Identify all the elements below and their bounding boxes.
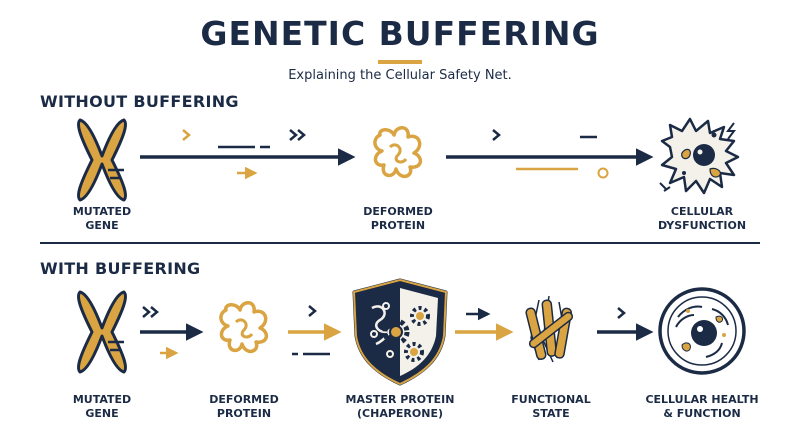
deformed-protein-icon (373, 126, 423, 179)
dot-mark (597, 167, 609, 179)
page-title: GENETIC BUFFERING (200, 14, 600, 53)
healthy-cell-icon (658, 287, 746, 375)
chromosome-icon (77, 118, 127, 202)
double-chevron-icon (142, 306, 159, 318)
chevron-icon (308, 305, 317, 317)
node-label-cellular-health: CELLULAR HEALTH & FUNCTION (645, 393, 759, 420)
chevron-icon (492, 129, 501, 141)
chromosome-icon (77, 290, 127, 374)
deformed-protein-icon (219, 301, 269, 354)
double-chevron-icon (289, 129, 306, 141)
node-label-chaperone: MASTER PROTEIN (CHAPERONE) (345, 393, 455, 420)
section-title-without: WITHOUT BUFFERING (40, 92, 239, 111)
section-title-with: WITH BUFFERING (40, 259, 201, 278)
node-label-cellular-dysfunction: CELLULAR DYSFUNCTION (657, 205, 747, 232)
title-underline (378, 60, 422, 64)
page-subtitle: Explaining the Cellular Safety Net. (288, 68, 512, 83)
node-label-mutated-gene: MUTATED GENE (72, 393, 132, 420)
chevron-icon (182, 129, 191, 141)
folded-protein-icon (525, 295, 574, 363)
chaperone-shield-icon (352, 278, 448, 386)
node-label-functional-state: FUNCTIONAL STATE (511, 393, 591, 420)
damaged-cell-icon (659, 117, 740, 195)
node-label-mutated-gene: MUTATED GENE (72, 205, 132, 232)
section-divider (40, 242, 760, 244)
node-label-deformed-protein: DEFORMED PROTEIN (363, 205, 433, 232)
node-label-deformed-protein: DEFORMED PROTEIN (209, 393, 279, 420)
chevron-icon (617, 307, 626, 319)
